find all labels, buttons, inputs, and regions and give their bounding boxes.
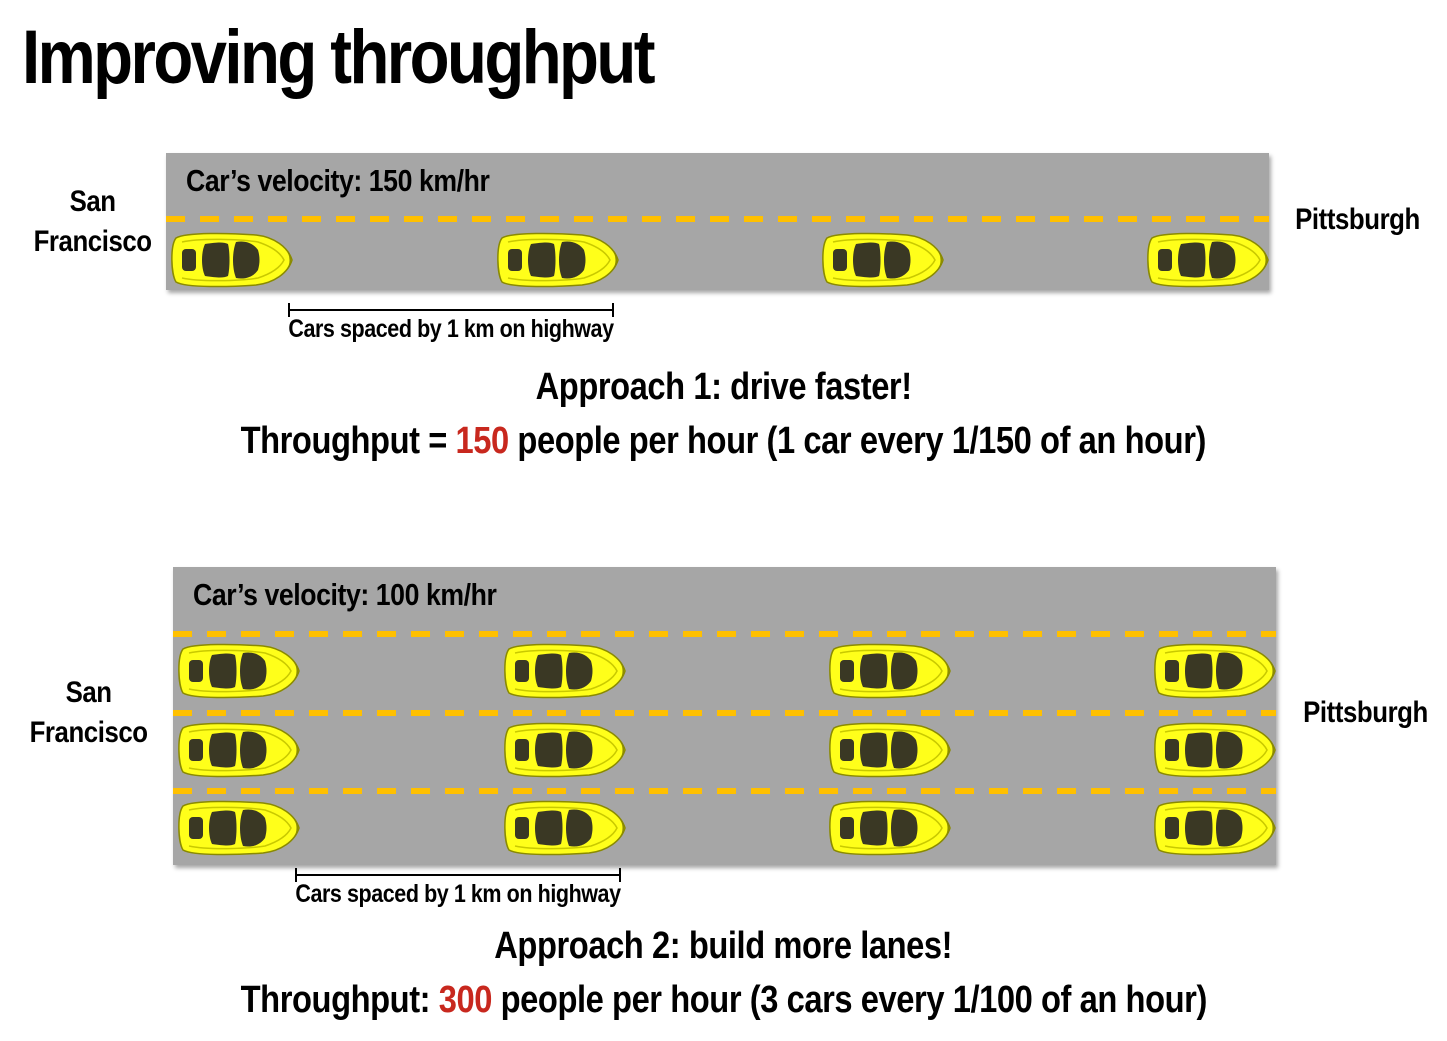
car-icon <box>828 798 952 858</box>
car-icon <box>1153 720 1276 780</box>
approach-text: Approach 1: drive faster! <box>535 366 912 408</box>
spacing-indicator: Cars spaced by 1 km on highway <box>295 866 621 926</box>
spacing-bar <box>295 874 621 876</box>
origin-city-label: San Francisco <box>30 673 148 753</box>
car-icon <box>170 230 294 290</box>
origin-city-line2: Francisco <box>33 225 152 258</box>
spacing-label: Cars spaced by 1 km on highway <box>295 880 621 908</box>
car-icon <box>503 720 627 780</box>
lane-marking <box>173 710 1276 716</box>
throughput-statement: Throughput: 300 people per hour (3 cars … <box>0 979 1447 1022</box>
lane-marking <box>173 631 1276 637</box>
approach-heading: Approach 1: drive faster! <box>0 366 1447 409</box>
spacing-tick <box>619 868 621 882</box>
spacing-tick <box>612 303 614 317</box>
throughput-suffix: people per hour (3 cars every 1/100 of a… <box>491 979 1207 1021</box>
spacing-bar <box>288 309 614 311</box>
car-icon <box>503 641 627 701</box>
car-icon <box>177 798 301 858</box>
approach-text: Approach 2: build more lanes! <box>494 925 953 967</box>
slide-title: Improving throughput <box>22 15 655 100</box>
spacing-label: Cars spaced by 1 km on highway <box>288 315 614 343</box>
velocity-label: Car’s velocity: 150 km/hr <box>186 163 490 198</box>
destination-city-label: Pittsburgh <box>1295 203 1420 236</box>
destination-city-label: Pittsburgh <box>1303 696 1428 729</box>
car-icon <box>177 641 301 701</box>
car-icon <box>177 720 301 780</box>
velocity-label: Car’s velocity: 100 km/hr <box>193 577 497 612</box>
highway: Car’s velocity: 150 km/hr <box>166 153 1269 290</box>
car-icon <box>828 720 952 780</box>
throughput-statement: Throughput = 150 people per hour (1 car … <box>0 420 1447 463</box>
lane-marking <box>166 216 1269 222</box>
throughput-prefix: Throughput = <box>240 420 456 462</box>
origin-city-line1: San <box>69 185 116 218</box>
origin-city-line1: San <box>65 676 112 709</box>
approach-heading: Approach 2: build more lanes! <box>0 925 1447 968</box>
car-icon <box>1146 230 1269 290</box>
throughput-value: 150 <box>455 420 510 462</box>
car-icon <box>503 798 627 858</box>
throughput-suffix: people per hour (1 car every 1/150 of an… <box>509 420 1207 462</box>
throughput-prefix: Throughput: <box>240 979 439 1021</box>
throughput-text: Throughput = 150 people per hour (1 car … <box>240 420 1207 463</box>
car-icon <box>821 230 945 290</box>
throughput-value: 300 <box>438 979 492 1021</box>
car-icon <box>1153 641 1276 701</box>
origin-city-label: San Francisco <box>34 182 152 262</box>
spacing-tick <box>288 303 290 317</box>
car-icon <box>496 230 620 290</box>
lane-marking <box>173 788 1276 794</box>
car-icon <box>828 641 952 701</box>
highway: Car’s velocity: 100 km/hr <box>173 567 1276 865</box>
car-icon <box>1153 798 1276 858</box>
spacing-indicator: Cars spaced by 1 km on highway <box>288 301 614 361</box>
origin-city-line2: Francisco <box>29 716 148 749</box>
spacing-tick <box>295 868 297 882</box>
throughput-text: Throughput: 300 people per hour (3 cars … <box>240 979 1207 1022</box>
